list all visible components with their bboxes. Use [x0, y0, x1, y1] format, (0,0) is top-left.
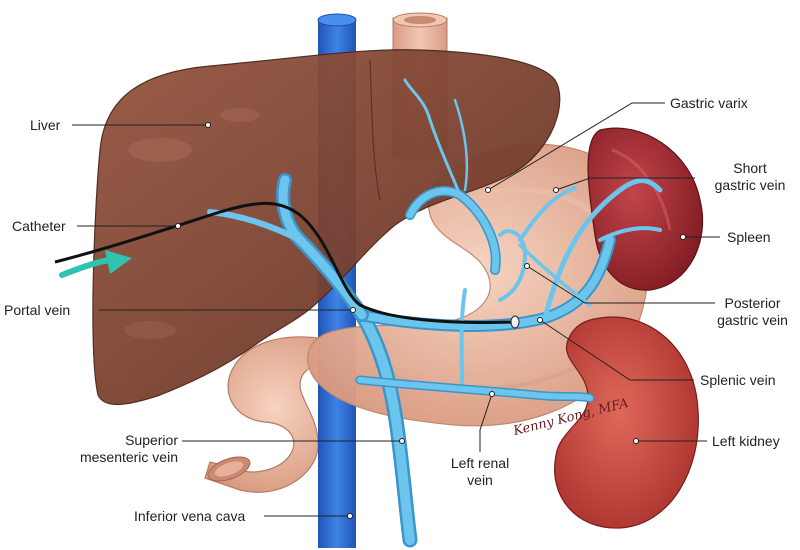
label-left-renal-vein: Left renal vein [430, 455, 530, 489]
liver [92, 49, 561, 406]
label-short-gastric-line1: Short [733, 160, 767, 176]
label-splenic-vein: Splenic vein [700, 372, 776, 388]
label-posterior-gastric-line1: Posterior [724, 295, 781, 311]
label-left-kidney: Left kidney [712, 433, 780, 449]
label-catheter: Catheter [12, 218, 66, 234]
label-left-renal-line1: Left renal [450, 455, 510, 471]
arrow-icon [59, 250, 132, 278]
label-portal-vein: Portal vein [4, 302, 71, 318]
label-short-gastric-vein: Short gastric vein [700, 160, 800, 194]
label-inferior-vena-cava: Inferior vena cava [134, 508, 246, 524]
spleen [587, 127, 704, 291]
leader-lines [72, 102, 720, 517]
label-smv-line1: Superior [125, 432, 178, 448]
leader-dots [175, 122, 686, 519]
label-spleen: Spleen [727, 229, 771, 245]
duodenum [204, 336, 347, 493]
label-liver: Liver [30, 117, 61, 133]
label-superior-mesenteric-vein: Superior mesenteric vein [60, 432, 178, 466]
label-short-gastric-line2: gastric vein [714, 177, 786, 193]
label-gastric-varix: Gastric varix [670, 95, 748, 111]
label-posterior-gastric-vein: Posterior gastric vein [705, 295, 800, 329]
catheter [54, 201, 520, 329]
label-left-renal-line2: vein [467, 472, 493, 488]
label-posterior-gastric-line2: gastric vein [717, 312, 788, 328]
left-kidney [554, 316, 699, 529]
label-smv-line2: mesenteric vein [79, 449, 178, 465]
